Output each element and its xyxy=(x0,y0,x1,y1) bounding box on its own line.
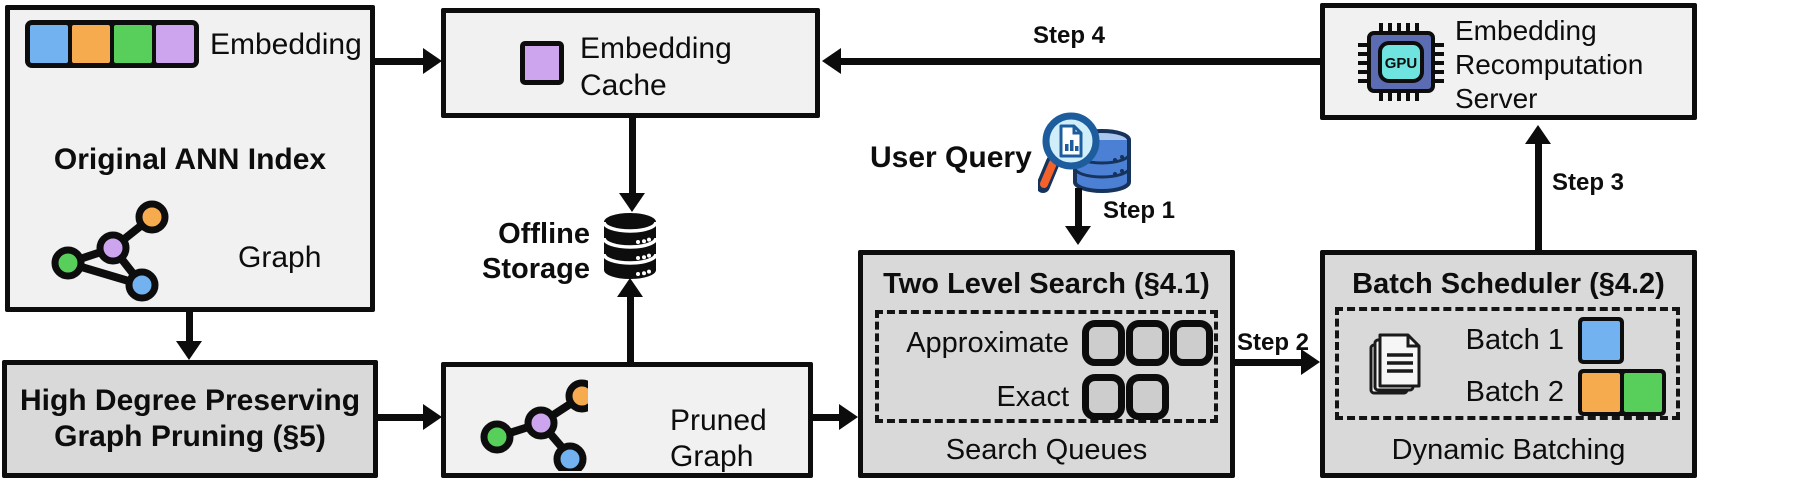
color-cell xyxy=(1582,321,1620,360)
user-query-label: User Query xyxy=(870,141,1032,174)
step3-label: Step 3 xyxy=(1552,169,1625,196)
original-ann-index-title: Original ANN Index xyxy=(53,143,327,176)
recomputation-server-label-line1: Embedding xyxy=(1455,15,1597,46)
exact-queue-row: Exact xyxy=(891,372,1214,422)
recomputation-server-label: Embedding Recomputation Server xyxy=(1455,14,1643,116)
dynamic-batching-caption: Dynamic Batching xyxy=(1391,434,1626,466)
approximate-label: Approximate xyxy=(906,326,1069,359)
embedding-cache-box: Embedding Cache xyxy=(441,8,820,118)
offline-storage-label-line1: Offline xyxy=(498,218,590,250)
queue-slot xyxy=(1126,320,1169,366)
batch-2-chips xyxy=(1578,369,1666,416)
step2-label: Step 2 xyxy=(1237,329,1310,356)
embedding-cache-label: Embedding Cache xyxy=(580,31,732,104)
batch-1-row: Batch 1 xyxy=(1339,317,1676,364)
user-query-icon xyxy=(1038,112,1131,193)
search-queues-panel: Approximate Exact xyxy=(875,310,1218,423)
offline-storage-label: Offline Storage xyxy=(455,217,590,288)
gpu-chip-icon: GPU xyxy=(1358,23,1444,101)
two-level-search-box: Two Level Search (§4.1) Approximate Exac… xyxy=(858,250,1235,478)
batch-1-label: Batch 1 xyxy=(1465,324,1564,357)
cached-embedding-swatch-icon xyxy=(520,41,564,85)
color-cell xyxy=(30,25,68,63)
search-queues-caption: Search Queues xyxy=(945,434,1148,466)
embedding-cache-label-line1: Embedding xyxy=(580,32,732,65)
gpu-text: GPU xyxy=(1385,55,1418,72)
batch-scheduler-box: Batch Scheduler (§4.2) Batch 1 Batch 2 xyxy=(1320,250,1697,478)
queue-slot xyxy=(1126,374,1169,420)
batch-1-chips xyxy=(1578,317,1624,364)
approximate-queue-slots xyxy=(1082,320,1213,366)
color-cell xyxy=(1582,373,1620,412)
color-cell xyxy=(156,25,194,63)
recomputation-server-box: GPU Embedding Recomputation Server xyxy=(1320,3,1697,120)
color-cell xyxy=(1624,373,1662,412)
exact-label: Exact xyxy=(996,380,1069,413)
graph-label: Graph xyxy=(238,241,322,274)
pruned-graph-box: Pruned Graph xyxy=(441,362,813,478)
offline-storage-label-line2: Storage xyxy=(482,253,590,286)
original-ann-index-box: Embedding Original ANN Index Graph xyxy=(5,5,375,312)
two-level-search-title: Two Level Search (§4.1) xyxy=(883,268,1210,300)
graph-pruning-box: High Degree Preserving Graph Pruning (§5… xyxy=(2,360,378,478)
queue-slot xyxy=(1170,320,1213,366)
embedding-vector-icon xyxy=(25,20,199,68)
queue-slot xyxy=(1082,320,1125,366)
dynamic-batching-panel: Batch 1 Batch 2 xyxy=(1335,307,1680,420)
embedding-label: Embedding xyxy=(210,28,362,61)
graph-icon xyxy=(51,200,169,302)
batch-2-row: Batch 2 xyxy=(1339,369,1676,416)
graph-pruning-title-line2: Graph Pruning (§5) xyxy=(54,420,326,453)
step1-label: Step 1 xyxy=(1103,197,1176,224)
recomputation-server-label-line2: Recomputation xyxy=(1455,49,1644,81)
embedding-cache-label-line2: Cache xyxy=(580,68,667,102)
offline-storage-database-icon xyxy=(602,213,658,279)
queue-slot xyxy=(1082,374,1125,420)
query-documents-icon xyxy=(1369,333,1421,395)
approximate-queue-row: Approximate xyxy=(891,318,1214,368)
recomputation-server-label-line3: Server xyxy=(1455,83,1538,115)
exact-queue-slots xyxy=(1082,374,1169,420)
batch-scheduler-title: Batch Scheduler (§4.2) xyxy=(1352,268,1665,300)
step4-label: Step 4 xyxy=(1033,22,1106,49)
pruned-graph-icon xyxy=(480,379,588,471)
batch-2-label: Batch 2 xyxy=(1465,376,1564,409)
color-cell xyxy=(114,25,152,63)
pruned-graph-label: Pruned Graph xyxy=(670,404,767,473)
graph-pruning-title-line1: High Degree Preserving xyxy=(19,384,361,417)
color-cell xyxy=(72,25,110,63)
